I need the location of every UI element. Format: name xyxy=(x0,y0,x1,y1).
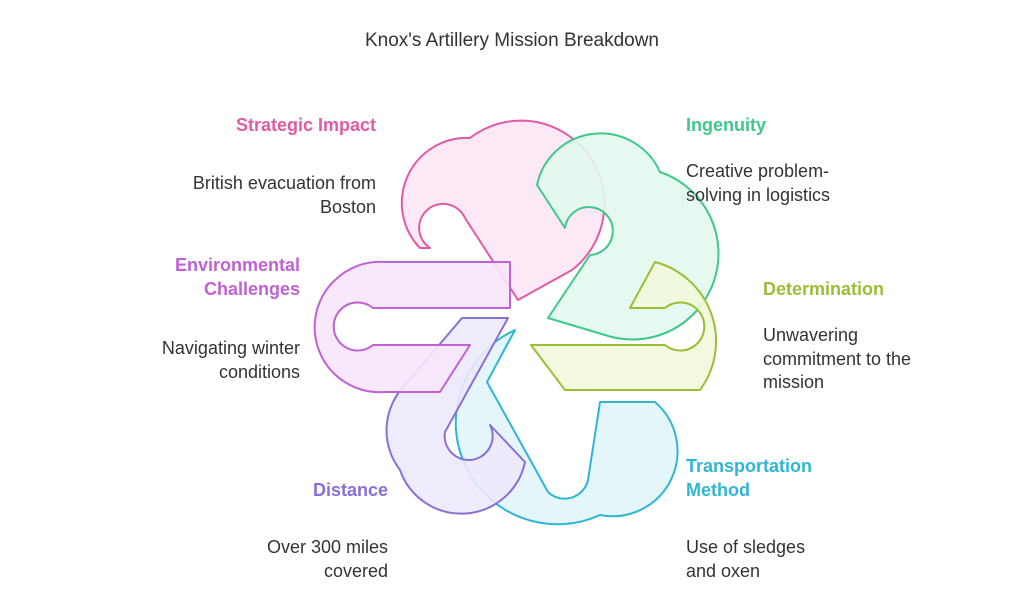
segment-label-environmental-challenges: Environmental Challenges xyxy=(174,255,300,299)
diagram-title: Knox's Artillery Mission Breakdown xyxy=(364,30,660,51)
segment-label-distance: Distance xyxy=(312,480,388,500)
loop-environmental-challenges xyxy=(313,260,511,394)
segment-desc-environmental-challenges: Navigating winter conditions xyxy=(161,338,300,382)
segment-desc-ingenuity: Creative problem-solving in logistics xyxy=(686,161,831,205)
segment-desc-strategic-impact: British evacuation from Boston xyxy=(192,173,376,217)
segment-label-strategic-impact: Strategic Impact xyxy=(235,115,376,135)
segment-desc-determination: Unwavering commitment to the mission xyxy=(763,325,912,392)
segment-label-determination: Determination xyxy=(763,279,885,299)
loop-determination xyxy=(530,261,718,391)
segment-desc-transportation-method: Use of sledges and oxen xyxy=(686,537,806,581)
segment-label-transportation-method: Transportation Method xyxy=(686,456,813,500)
segment-label-ingenuity: Ingenuity xyxy=(686,115,766,135)
segment-desc-distance: Over 300 miles covered xyxy=(266,537,388,581)
